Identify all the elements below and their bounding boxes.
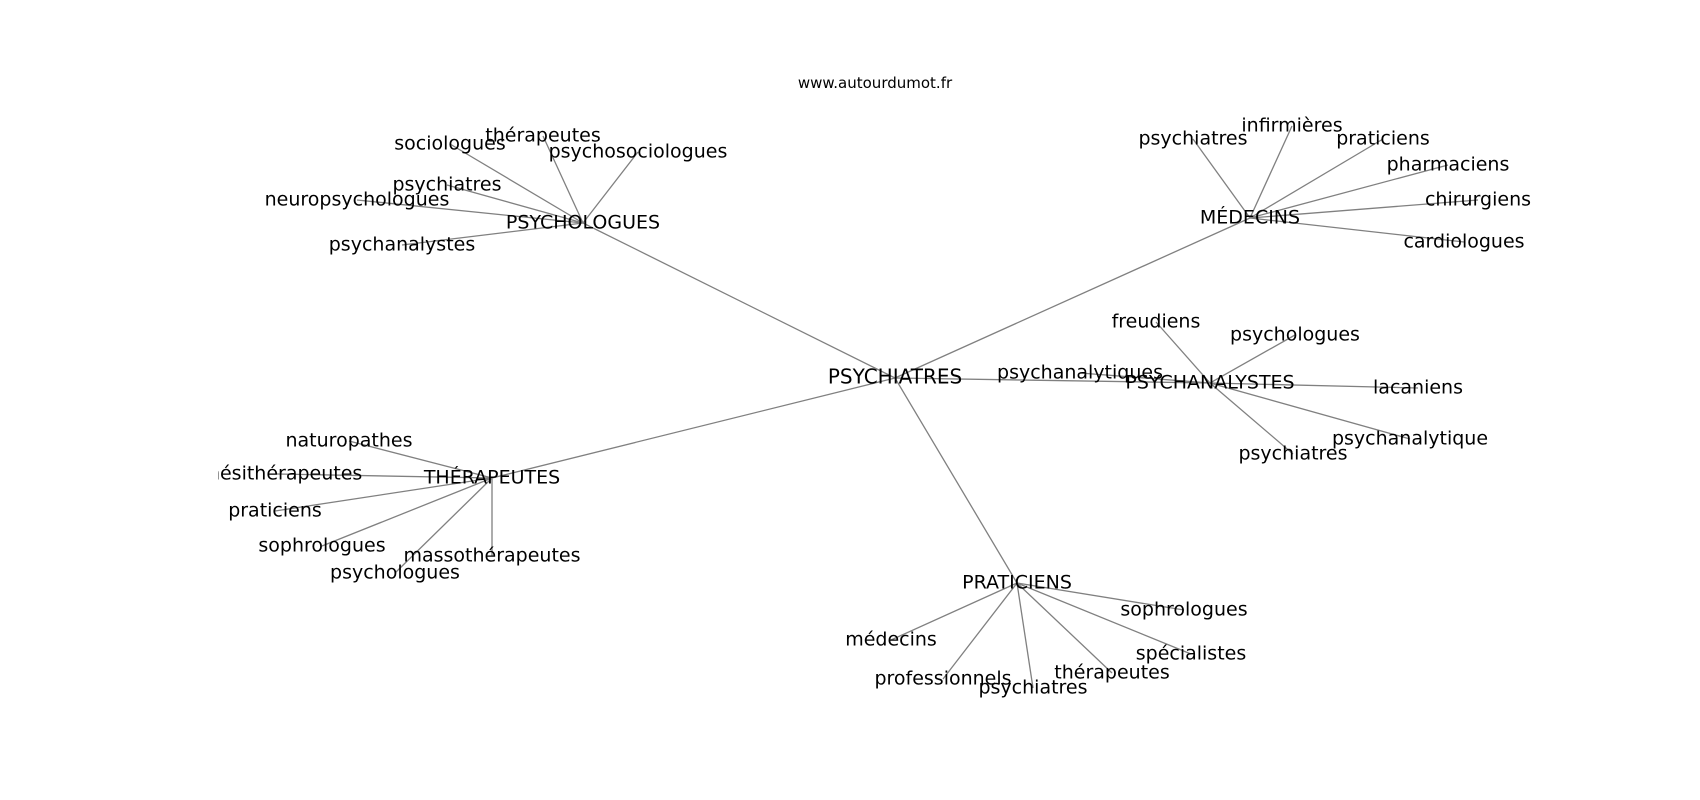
leaf-word[interactable]: psychanalystes	[329, 234, 475, 256]
hub-leaf-edge	[321, 477, 493, 547]
hub-leaf-edge	[276, 473, 493, 479]
hub-leaf-edge	[1016, 582, 1034, 689]
leaf-word[interactable]: psychosociologues	[549, 141, 728, 163]
hub-leaf-edge	[942, 582, 1018, 680]
leaf-word[interactable]: psychiatres	[1238, 443, 1347, 465]
leaf-word[interactable]: psychiatres	[392, 174, 501, 196]
leaf-word[interactable]: médecins	[845, 629, 937, 651]
hub-leaf-edge	[1192, 138, 1251, 219]
center-word[interactable]: PSYCHIATRES	[828, 365, 962, 389]
graph-labels: PSYCHIATRESPSYCHOLOGUESsociologuesthérap…	[192, 115, 1531, 699]
hub-leaf-edge	[1209, 334, 1296, 384]
leaf-word[interactable]: psychiatres	[978, 677, 1087, 699]
hub-leaf-edge	[1249, 164, 1449, 219]
leaf-word[interactable]: praticiens	[228, 500, 322, 522]
hub-word[interactable]: MÉDECINS	[1200, 206, 1300, 229]
site-watermark: www.autourdumot.fr	[798, 74, 953, 92]
leaf-word[interactable]: psychiatres	[1138, 128, 1247, 150]
leaf-word[interactable]: psychanalytique	[1332, 428, 1488, 450]
leaf-word[interactable]: thérapeutes	[1054, 662, 1169, 684]
leaf-word[interactable]: massothérapeutes	[403, 545, 580, 567]
leaf-word[interactable]: neuropsychologues	[265, 189, 450, 211]
leaf-word[interactable]: freudiens	[1112, 311, 1201, 333]
leaf-word[interactable]: sociologues	[394, 133, 505, 155]
hub-leaf-edge	[1016, 582, 1185, 611]
hub-leaf-edge	[582, 151, 639, 224]
hub-leaf-edge	[1016, 582, 1192, 655]
hub-leaf-edge	[1209, 382, 1294, 455]
hub-leaf-edge	[449, 143, 584, 224]
hub-leaf-edge	[1249, 138, 1384, 219]
leaf-word[interactable]: infirmières	[1241, 115, 1342, 137]
hub-leaf-edge	[1249, 199, 1479, 219]
leaf-word[interactable]: psychologues	[330, 562, 460, 584]
center-hub-edge	[491, 377, 896, 479]
hub-word[interactable]: PRATICIENS	[962, 572, 1072, 594]
hub-leaf-edge	[1079, 372, 1211, 384]
leaf-word[interactable]: praticiens	[1336, 128, 1430, 150]
hub-leaf-edge	[274, 477, 493, 512]
hub-leaf-edge	[401, 222, 584, 246]
leaf-word[interactable]: cardiologues	[1403, 231, 1524, 253]
leaf-word[interactable]: lacaniens	[1373, 377, 1463, 399]
hub-word[interactable]: PSYCHOLOGUES	[506, 212, 660, 234]
hub-leaf-edge	[1249, 125, 1293, 219]
leaf-word[interactable]: pharmaciens	[1387, 154, 1510, 176]
hub-leaf-edge	[1155, 321, 1211, 384]
hub-leaf-edge	[1016, 582, 1113, 674]
hub-leaf-edge	[890, 582, 1018, 641]
hub-leaf-edge	[446, 184, 584, 224]
center-hub-edge	[894, 377, 1018, 584]
leaf-word[interactable]: naturopathes	[286, 430, 413, 452]
leaf-word[interactable]: psychanalytiques	[997, 362, 1163, 384]
leaf-word[interactable]: professionnels	[874, 668, 1011, 690]
hub-leaf-edge	[1209, 382, 1419, 389]
hub-leaf-edge	[542, 135, 584, 224]
hub-leaf-edge	[356, 199, 584, 224]
hub-leaf-edge	[1209, 382, 1411, 440]
hub-word[interactable]: PSYCHANALYSTES	[1125, 372, 1294, 394]
center-hub-edge	[894, 377, 1211, 384]
graph-edges	[274, 125, 1479, 689]
hub-leaf-edge	[1249, 217, 1465, 243]
leaf-word[interactable]: sophrologues	[1120, 599, 1247, 621]
leaf-word[interactable]: psychologues	[1230, 324, 1360, 346]
leaf-word[interactable]: chirurgiens	[1425, 189, 1531, 211]
leaf-word[interactable]: thérapeutes	[485, 125, 600, 147]
hub-word[interactable]: THÉRAPEUTES	[423, 466, 560, 489]
leaf-word[interactable]: spécialistes	[1136, 643, 1247, 665]
leaf-word[interactable]: sophrologues	[258, 535, 385, 557]
center-hub-edge	[894, 217, 1251, 379]
leaf-word[interactable]: kinésithérapeutes	[192, 463, 363, 485]
hub-leaf-edge	[394, 477, 493, 574]
center-hub-edge	[582, 222, 896, 379]
hub-leaf-edge	[348, 440, 493, 479]
